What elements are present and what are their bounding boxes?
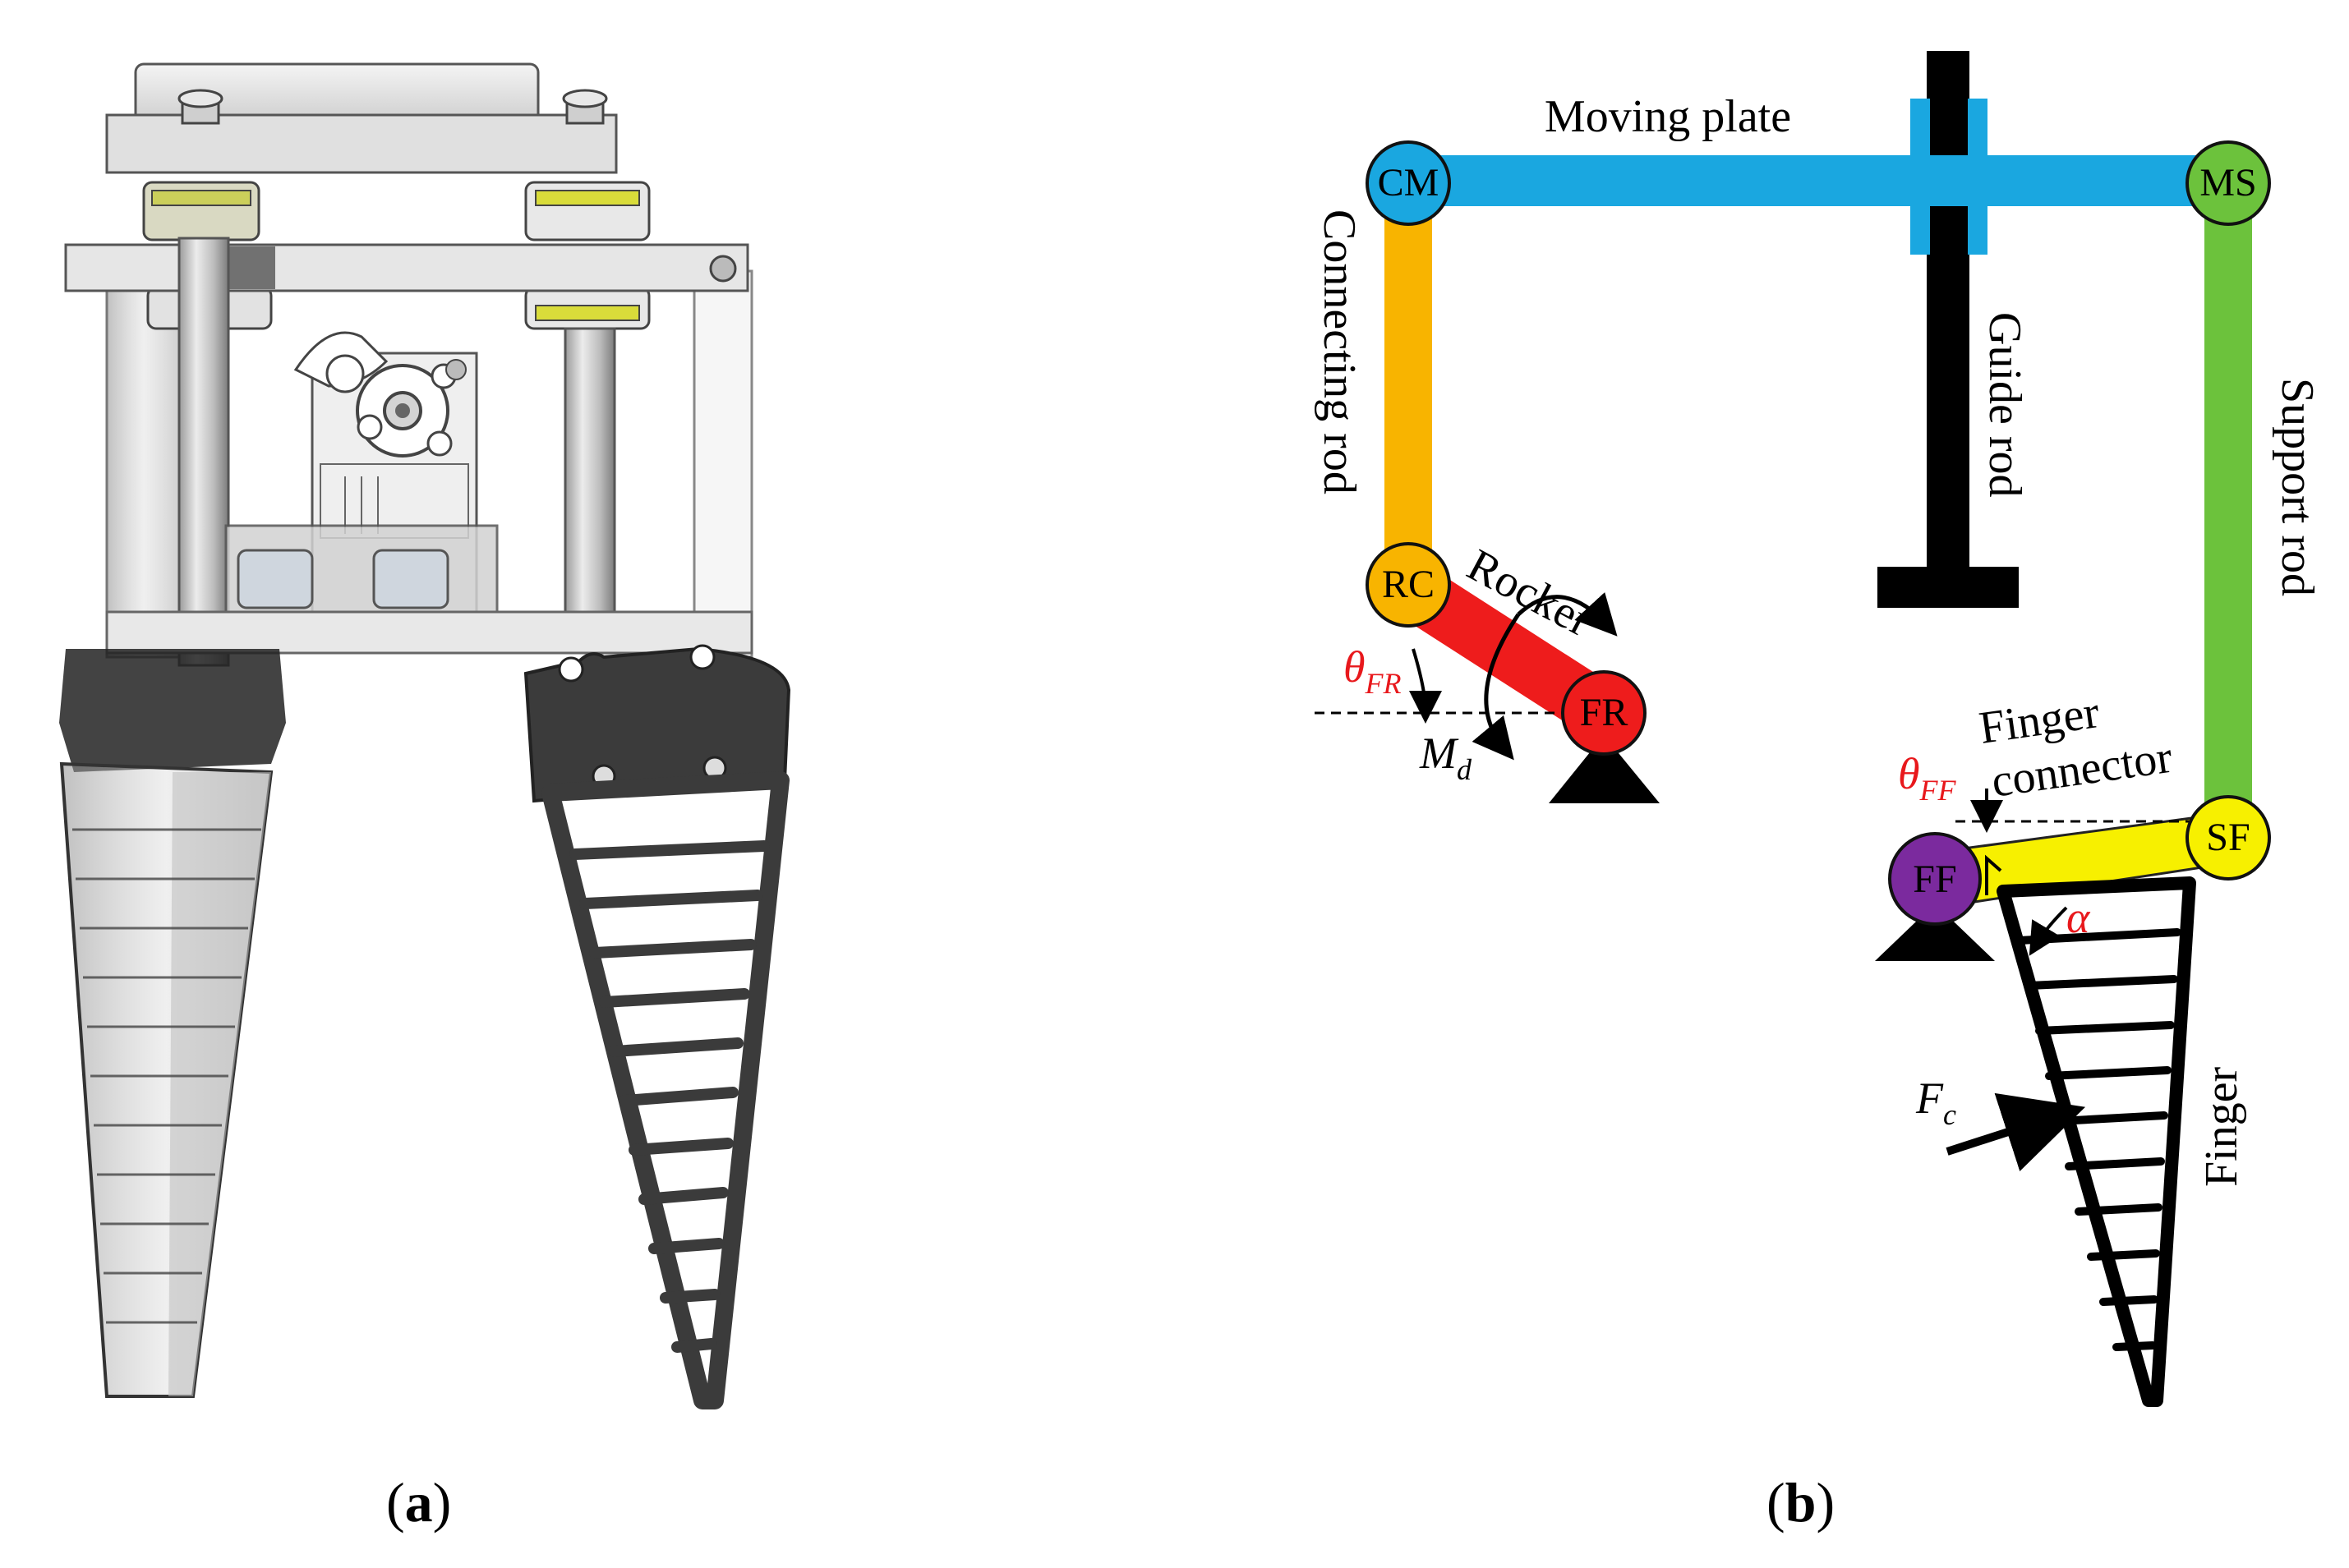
label-connecting-rod: Connecting rod	[1314, 209, 1365, 494]
svg-text:FF: FF	[1913, 858, 1956, 901]
ground-support-fr	[1549, 735, 1660, 803]
lower-plate	[105, 610, 753, 655]
joint-fr: FR	[1561, 670, 1647, 756]
joint-ms: MS	[2185, 140, 2271, 226]
label-finger: Finger	[2196, 1066, 2247, 1187]
ground-support-ff	[1875, 904, 1995, 961]
cad-moving-plate	[64, 243, 749, 292]
connecting-rod-bar	[1384, 182, 1432, 589]
moving-plate-bar	[1407, 155, 2228, 206]
guide-rod	[1927, 51, 1969, 585]
moment-arc-md	[1472, 613, 1521, 761]
panel-b-kinematic-diagram: CM MS RC FR SF FF Moving plate Connectin…	[1314, 51, 2323, 1407]
caption-a: (a)	[386, 1471, 452, 1534]
symbol-alpha: α	[2066, 893, 2091, 942]
svg-text:FR: FR	[1580, 691, 1628, 734]
left-finger-ghost	[59, 649, 286, 1398]
svg-text:CM: CM	[1378, 161, 1439, 205]
svg-text:MS: MS	[2199, 161, 2256, 205]
label-moving-plate: Moving plate	[1545, 91, 1791, 142]
kinematic-finger	[1997, 876, 2196, 1407]
support-rod-bar	[2204, 182, 2252, 831]
svg-text:SF: SF	[2206, 816, 2250, 859]
top-screw-right	[562, 89, 608, 125]
symbol-md: Md	[1419, 729, 1472, 786]
label-support-rod: Support rod	[2272, 378, 2323, 596]
symbol-fc: Fc	[1915, 1074, 1956, 1131]
guide-rod-right	[564, 327, 616, 634]
label-guide-rod: Guide rod	[1979, 312, 2030, 498]
right-finger	[523, 644, 791, 1409]
fc-force-arrow	[1946, 1092, 2086, 1172]
panel-a-cad-rendering	[59, 62, 791, 1409]
svg-text:RC: RC	[1382, 563, 1435, 606]
caption-b: (b)	[1766, 1471, 1835, 1534]
theta-fr-arrow	[1408, 648, 1442, 724]
joint-sf: SF	[2185, 795, 2271, 881]
joint-rc: RC	[1366, 542, 1451, 628]
guide-rod-left	[177, 237, 230, 667]
top-screw-left	[177, 89, 223, 125]
alpha-arrow	[2029, 906, 2068, 956]
symbol-theta-ff: θFF	[1898, 749, 1957, 807]
symbol-theta-fr: θFR	[1343, 642, 1402, 700]
frame-right	[693, 269, 753, 659]
joint-cm: CM	[1366, 140, 1451, 226]
joint-ff: FF	[1888, 832, 1982, 926]
guide-rod-base	[1877, 567, 2019, 608]
top-plate	[105, 113, 618, 174]
